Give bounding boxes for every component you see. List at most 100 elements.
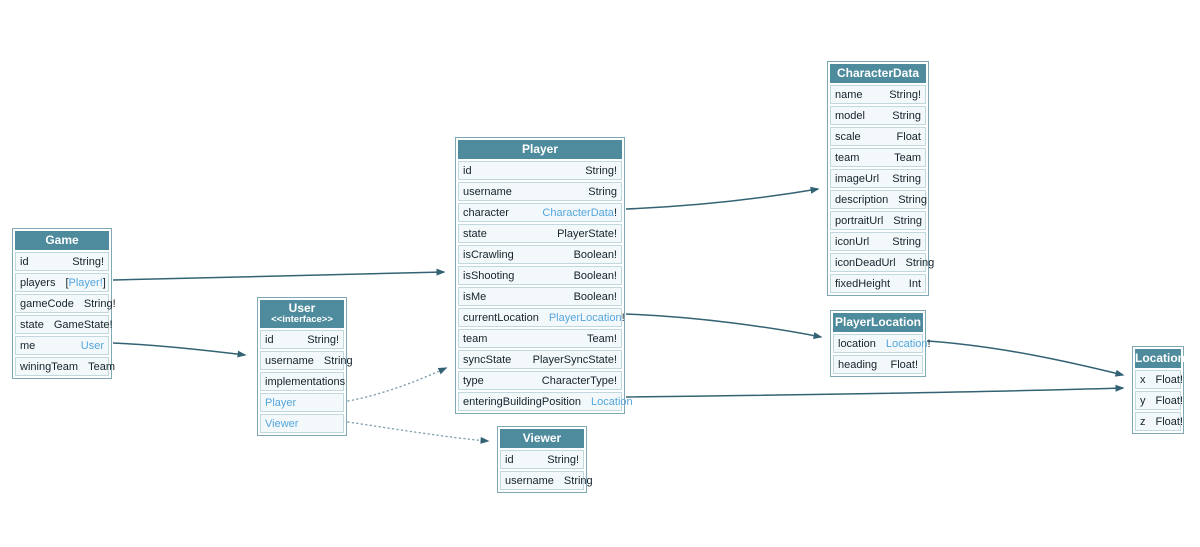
field-row-id[interactable]: id String!: [500, 450, 584, 469]
field-name: character: [463, 206, 509, 219]
field-type: Float!: [890, 359, 918, 371]
field-name: implementations: [265, 375, 346, 388]
type-text: Team!: [587, 332, 617, 345]
field-name: model: [835, 109, 865, 122]
node-header-game[interactable]: Game: [15, 231, 109, 250]
type-text: String: [892, 235, 921, 248]
field-name: state: [20, 318, 44, 331]
type-text: String!: [547, 453, 579, 466]
node-header-playerlocation[interactable]: PlayerLocation: [833, 313, 923, 332]
field-type: String: [588, 186, 617, 198]
type-text: String!: [307, 333, 339, 346]
node-header-location[interactable]: Location: [1135, 349, 1185, 368]
field-row-state[interactable]: state GameState!: [15, 315, 113, 334]
field-name: currentLocation: [463, 311, 539, 324]
type-link-location[interactable]: Location: [885, 337, 928, 350]
type-link-location[interactable]: Location: [591, 395, 633, 408]
field-row-Viewer[interactable]: Viewer: [260, 414, 344, 433]
field-name: isCrawling: [463, 248, 514, 261]
field-row-players[interactable]: players[Player!]: [15, 273, 109, 292]
type-text: String!: [83, 297, 116, 310]
field-row-implementations[interactable]: implementations: [260, 372, 346, 391]
field-row-Player[interactable]: Player: [260, 393, 344, 412]
node-title: CharacterData: [836, 65, 920, 80]
type-text: Team: [894, 151, 921, 164]
field-type: String!: [547, 454, 579, 466]
edge-player-character-to-characterdata: [625, 186, 820, 210]
field-name: id: [505, 453, 514, 466]
type-text: String: [893, 214, 923, 227]
type-text: ]: [102, 276, 106, 289]
type-link-playerlocation[interactable]: PlayerLocation: [548, 311, 622, 324]
field-type: PlayerLocation!: [549, 312, 625, 324]
field-name: gameCode: [20, 297, 74, 310]
field-row-gameCode[interactable]: gameCode String!: [15, 294, 116, 313]
type-text: Float: [896, 130, 921, 143]
field-type: String!: [307, 334, 339, 346]
field-type: Team: [894, 152, 921, 164]
node-header-player[interactable]: Player: [458, 140, 622, 159]
type-text: String: [323, 354, 353, 367]
type-link-user[interactable]: User: [80, 339, 104, 352]
implementation-link[interactable]: Player: [265, 396, 297, 409]
edge-game-me-to-user: [112, 342, 247, 358]
type-text: String: [905, 256, 935, 269]
field-type: Team!: [587, 333, 617, 345]
type-link-player[interactable]: Player!: [68, 276, 103, 289]
type-text: GameState!: [53, 318, 113, 331]
type-text: String: [892, 172, 921, 185]
field-type: Float!: [1156, 374, 1184, 386]
type-text: Float!: [890, 358, 918, 371]
implementation-link[interactable]: Viewer: [265, 417, 299, 430]
node-header-user[interactable]: User<<interface>>: [260, 300, 344, 328]
type-text: String: [563, 474, 593, 487]
field-name: type: [463, 374, 484, 387]
node-header-viewer[interactable]: Viewer: [500, 429, 584, 448]
type-text: Boolean!: [573, 290, 617, 303]
field-type: Boolean!: [574, 270, 617, 282]
type-link-characterdata[interactable]: CharacterData: [542, 206, 614, 219]
field-row-currentLocation[interactable]: currentLocation PlayerLocation!: [458, 308, 625, 327]
field-type: Team: [88, 361, 115, 373]
node-header-characterdata[interactable]: CharacterData: [830, 64, 926, 83]
